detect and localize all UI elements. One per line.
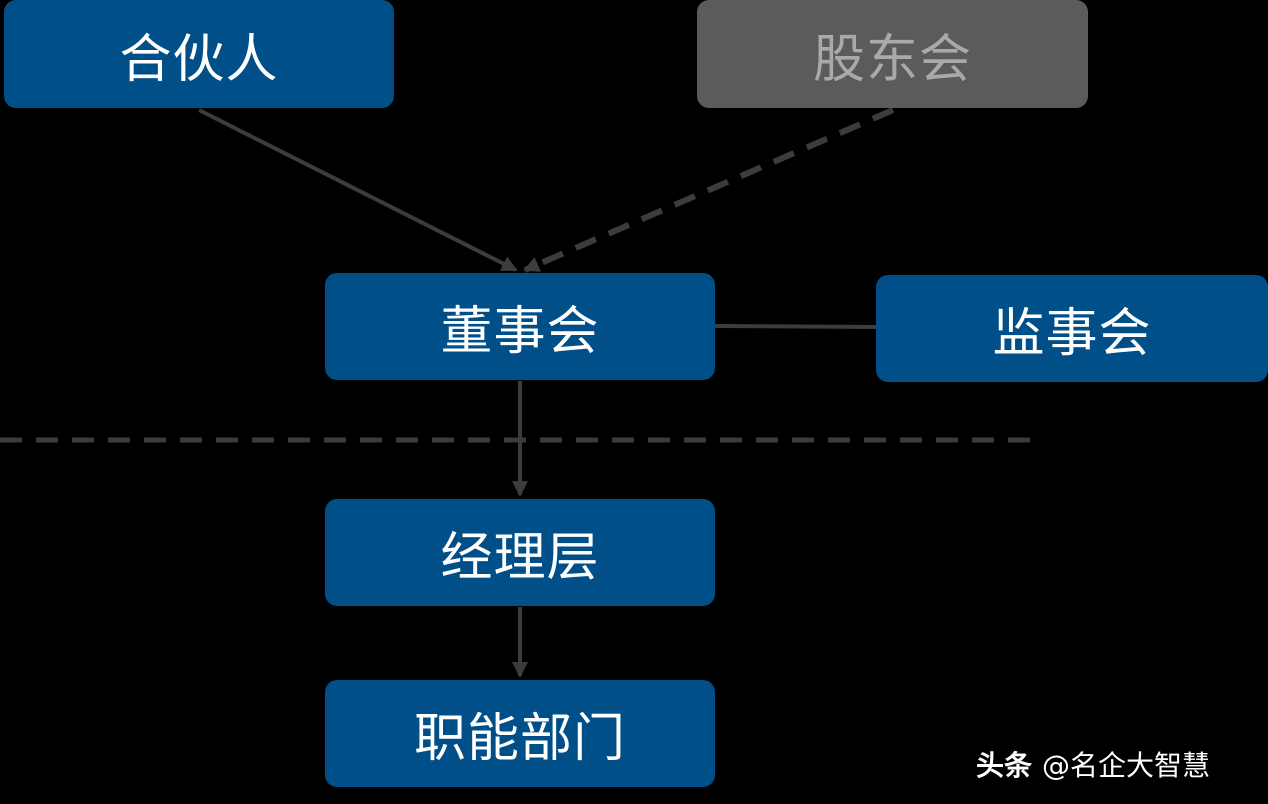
node-board-of-directors: 董事会 [325,273,715,380]
edge-partner-to-board [198,108,518,272]
node-board-of-directors-label: 董事会 [440,302,600,362]
node-management: 经理层 [325,499,715,606]
node-partner-label: 合伙人 [119,29,279,90]
node-board-of-supervisors: 监事会 [876,275,1268,382]
node-board-of-supervisors-label: 监事会 [992,304,1152,364]
watermark-logo: 头条 [976,749,1033,782]
watermark-handle: @名企大智慧 [1042,749,1211,782]
node-functional-departments: 职能部门 [325,680,715,787]
node-management-label: 经理层 [440,528,600,588]
node-shareholders-meeting: 股东会 [697,0,1088,108]
edge-shareholders-to-board [523,107,895,273]
watermark: 头条 @名企大智慧 [976,743,1210,785]
edge-board-to-supervisors [714,324,877,329]
node-partner: 合伙人 [4,0,394,108]
node-shareholders-meeting-label: 股东会 [812,29,972,90]
node-functional-departments-label: 职能部门 [413,709,626,769]
